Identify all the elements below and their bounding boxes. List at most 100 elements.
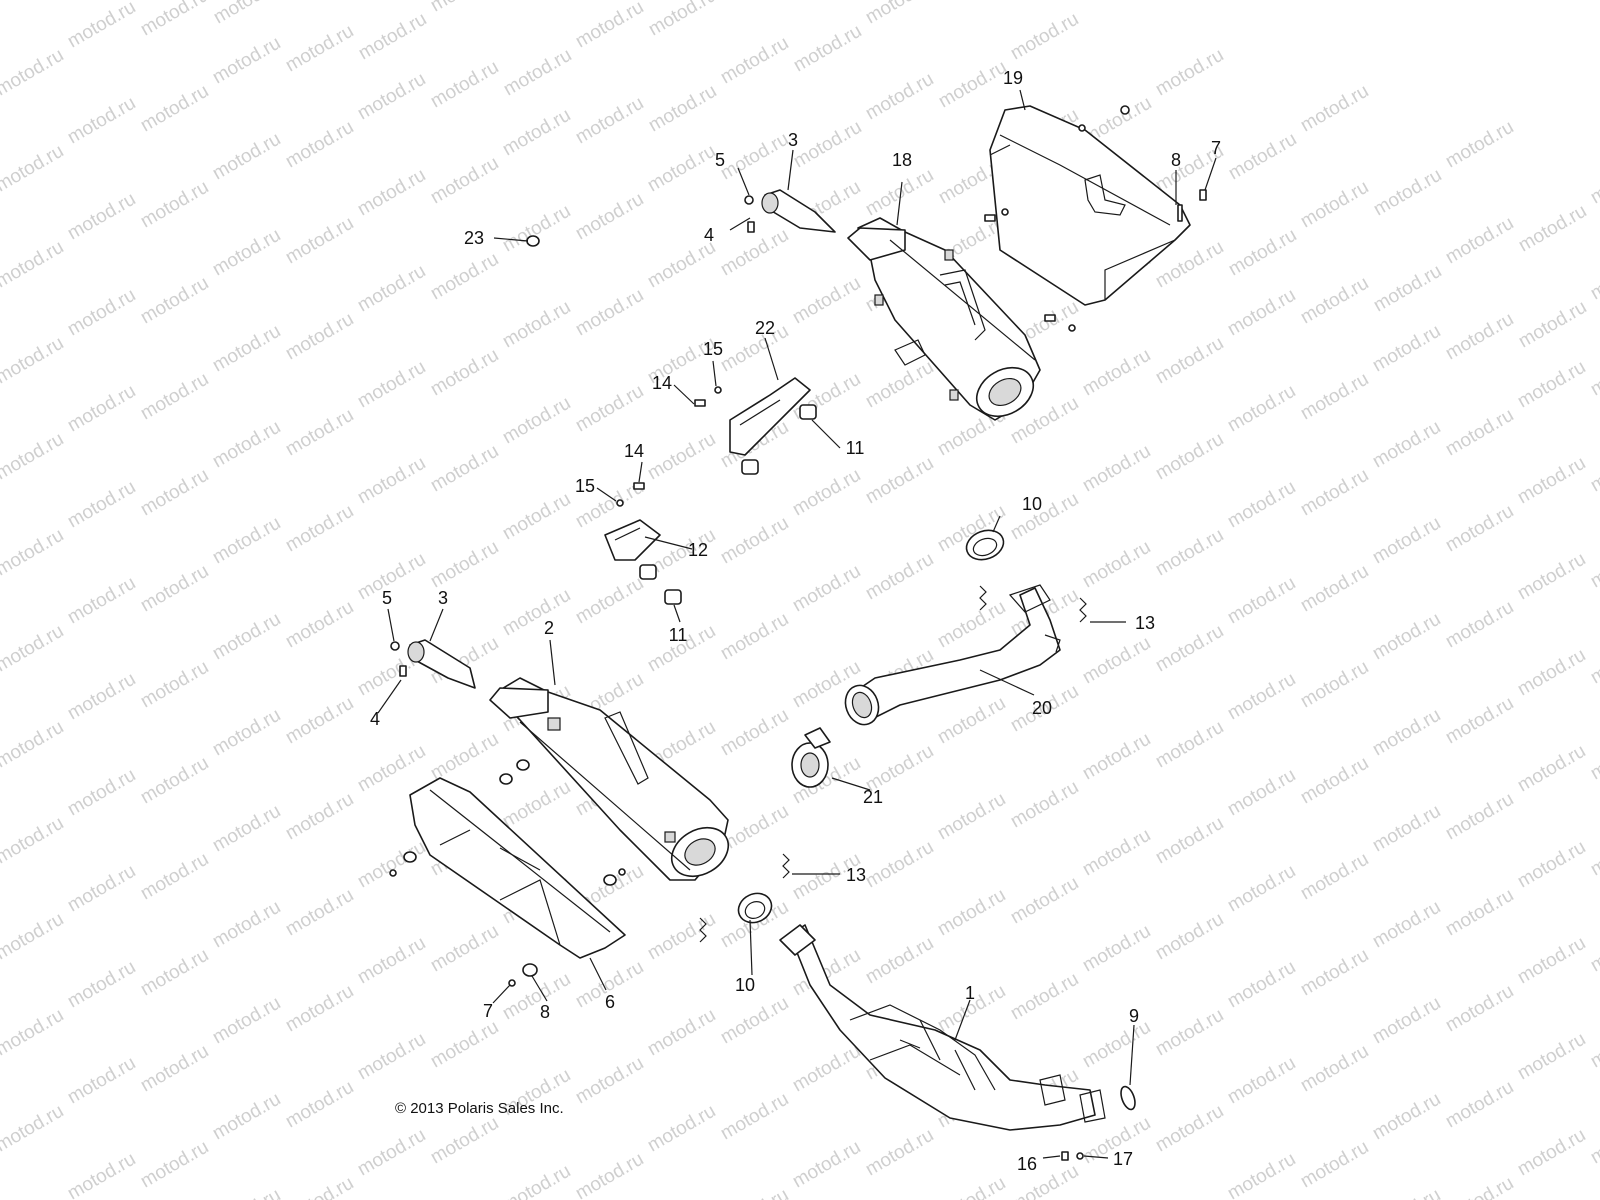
watermark-text: motod.ru <box>282 117 357 173</box>
watermark-text: motod.ru <box>717 705 792 761</box>
watermark-text: motod.ru <box>282 501 357 557</box>
watermark-text: motod.ru <box>64 0 139 52</box>
watermark-text: motod.ru <box>1152 717 1227 773</box>
callout-23: 23 <box>464 228 484 248</box>
watermark-text: motod.ru <box>572 1149 647 1200</box>
watermark-text: motod.ru <box>427 441 502 497</box>
watermark-text: motod.ru <box>1442 693 1517 749</box>
watermark-text: motod.ru <box>572 93 647 149</box>
watermark-text: motod.ru <box>1225 129 1300 185</box>
watermark-text: motod.ru <box>1297 81 1372 137</box>
callout-4: 4 <box>704 225 714 245</box>
watermark-text: motod.ru <box>137 849 212 905</box>
callout-21: 21 <box>863 787 883 807</box>
callout-20: 20 <box>1032 698 1052 718</box>
watermark-text: motod.ru <box>137 81 212 137</box>
watermark-text: motod.ru <box>499 969 574 1025</box>
watermark-text: motod.ru <box>1369 1185 1444 1200</box>
watermark-text: motod.ru <box>1514 837 1589 893</box>
watermark-text: motod.ru <box>1587 537 1600 593</box>
watermark-text: motod.ru <box>0 909 67 965</box>
watermark-text: motod.ru <box>934 597 1009 653</box>
watermark-text: motod.ru <box>354 933 429 989</box>
watermark-text: motod.ru <box>499 777 574 833</box>
watermark-text: motod.ru <box>717 33 792 89</box>
watermark-text: motod.ru <box>137 1041 212 1097</box>
watermark-text: motod.ru <box>1297 849 1372 905</box>
watermark-text: motod.ru <box>717 225 792 281</box>
watermark-text: motod.ru <box>1514 357 1589 413</box>
watermark-text: motod.ru <box>282 309 357 365</box>
watermark-text: motod.ru <box>64 957 139 1013</box>
watermark-text: motod.ru <box>862 1125 937 1181</box>
callout-5: 5 <box>382 588 392 608</box>
watermark-text: motod.ru <box>209 897 284 953</box>
watermark-text: motod.ru <box>282 1077 357 1133</box>
callout-10: 10 <box>735 975 755 995</box>
heat-shield-upper <box>989 105 1191 306</box>
watermark-text: motod.ru <box>572 189 647 245</box>
watermark-text: motod.ru <box>934 1173 1009 1200</box>
watermark-text: motod.ru <box>1079 345 1154 401</box>
watermark-text: motod.ru <box>644 429 719 485</box>
watermark-text: motod.ru <box>282 21 357 77</box>
watermark-text: motod.ru <box>210 0 285 28</box>
watermark-text: motod.ru <box>427 729 502 785</box>
callout-4: 4 <box>370 709 380 729</box>
watermark-text: motod.ru <box>0 333 67 389</box>
watermark-text: motod.ru <box>717 993 792 1049</box>
watermark-text: motod.ru <box>789 465 864 521</box>
callout-10: 10 <box>1022 494 1042 514</box>
watermark-text: motod.ru <box>1442 981 1517 1037</box>
watermark-text: motod.ru <box>1079 441 1154 497</box>
watermark-text: motod.ru <box>862 453 937 509</box>
watermark-text: motod.ru <box>354 741 429 797</box>
watermark-text: motod.ru <box>354 69 429 125</box>
watermark-text: motod.ru <box>1369 321 1444 377</box>
watermark-text: motod.ru <box>572 0 647 52</box>
watermark-text: motod.ru <box>0 141 67 197</box>
watermark-text: motod.ru <box>862 165 937 221</box>
watermark-text: motod.ru <box>645 81 720 137</box>
watermark-text: motod.ru <box>1224 477 1299 533</box>
watermark-text: motod.ru <box>64 1053 139 1109</box>
watermark-text: motod.ru <box>789 1137 864 1193</box>
watermark-text: motod.ru <box>1515 201 1590 257</box>
watermark-text: motod.ru <box>1369 1089 1444 1145</box>
watermark-text: motod.ru <box>1514 933 1589 989</box>
watermark-text: motod.ru <box>499 105 574 161</box>
watermark-text: motod.ru <box>64 285 139 341</box>
watermark-text: motod.ru <box>1514 1029 1589 1085</box>
watermark-text: motod.ru <box>0 813 67 869</box>
callout-9: 9 <box>1129 1006 1139 1026</box>
watermark-text: motod.ru <box>644 141 719 197</box>
callout-16: 16 <box>1017 1154 1037 1174</box>
watermark-text: motod.ru <box>282 789 357 845</box>
watermark-text: motod.ru <box>1297 945 1372 1001</box>
watermark-text: motod.ru <box>717 513 792 569</box>
watermark-text: motod.ru <box>1224 861 1299 917</box>
callout-1: 1 <box>965 983 975 1003</box>
watermark-text: motod.ru <box>64 669 139 725</box>
watermark-text: motod.ru <box>0 0 67 4</box>
watermark-text: motod.ru <box>499 201 574 257</box>
callout-8: 8 <box>540 1002 550 1022</box>
callout-numbers: 19 18 8 7 5 3 23 4 22 15 14 11 14 15 12 … <box>370 68 1221 1174</box>
watermark-text: motod.ru <box>1369 609 1444 665</box>
watermark-text: motod.ru <box>354 357 429 413</box>
watermark-text: motod.ru <box>1442 501 1517 557</box>
watermark-text: motod.ru <box>1152 333 1227 389</box>
watermark-text: motod.ru <box>209 993 284 1049</box>
watermark-text: motod.ru <box>862 357 937 413</box>
watermark-text: motod.ru <box>1224 957 1299 1013</box>
watermark-text: motod.ru <box>427 1017 502 1073</box>
tailpipe-tip-lower <box>407 639 476 689</box>
watermark-text: motod.ru <box>862 933 937 989</box>
watermark-text: motod.ru <box>64 1149 139 1200</box>
callout-3: 3 <box>788 130 798 150</box>
callout-6: 6 <box>605 992 615 1012</box>
watermark-text: motod.ru <box>499 489 574 545</box>
callout-7: 7 <box>483 1001 493 1021</box>
watermark-text: motod.ru <box>137 753 212 809</box>
